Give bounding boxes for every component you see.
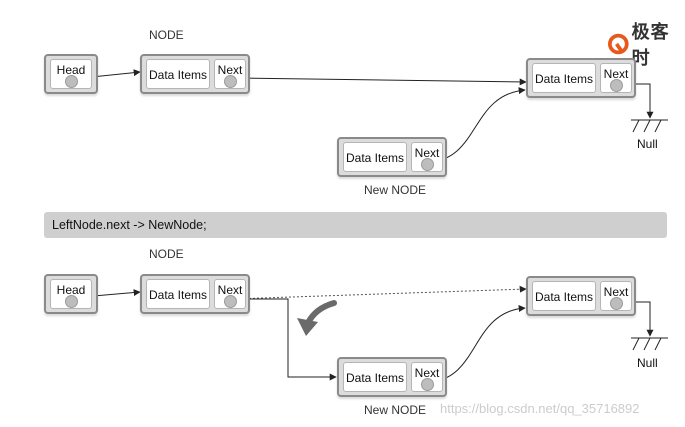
top-left-next-cell: Next xyxy=(214,59,246,89)
bottom-left-next-cell: Next xyxy=(214,279,246,309)
top-left-data-label: Data Items xyxy=(148,68,208,82)
top-right-next-label: Next xyxy=(603,67,629,81)
top-head-label: Head xyxy=(56,63,86,77)
bottom-null-ground-icon xyxy=(631,337,668,351)
bottom-left-to-new-arrow xyxy=(233,298,337,381)
bottom-new-next-label: Next xyxy=(414,366,440,380)
top-head-node: Head xyxy=(44,54,98,94)
bottom-head-pointer-icon xyxy=(65,295,78,308)
bottom-left-next-label: Next xyxy=(217,283,243,297)
top-new-pointer-icon xyxy=(421,158,434,171)
top-new-data-label: Data Items xyxy=(345,151,405,165)
top-new-node-label: New NODE xyxy=(364,183,427,197)
bottom-head-label: Head xyxy=(56,283,86,297)
bottom-new-node: Data Items Next xyxy=(337,357,447,397)
bottom-right-next-label: Next xyxy=(603,285,629,299)
bottom-left-data-cell: Data Items xyxy=(146,279,210,309)
bottom-left-data-label: Data Items xyxy=(148,288,208,302)
bottom-new-data-label: Data Items xyxy=(345,371,405,385)
bottom-right-node: Data Items Next xyxy=(526,276,636,316)
bottom-null-label: Null xyxy=(637,356,658,370)
bottom-new-data-cell: Data Items xyxy=(343,362,407,392)
code-statement-bar: LeftNode.next -> NewNode; xyxy=(44,212,667,238)
top-right-node: Data Items Next xyxy=(526,58,636,98)
bottom-left-node: Data Items Next xyxy=(140,274,250,314)
top-head-pointer-icon xyxy=(65,75,78,88)
top-left-to-right-arrow xyxy=(232,77,527,86)
top-node-label: NODE xyxy=(149,28,184,42)
top-new-node: Data Items Next xyxy=(337,137,447,177)
top-new-next-cell: Next xyxy=(411,142,443,172)
bottom-right-data-label: Data Items xyxy=(534,290,594,304)
bottom-right-next-cell: Next xyxy=(600,281,632,311)
bottom-head-node: Head xyxy=(44,274,98,314)
top-right-data-label: Data Items xyxy=(534,72,594,86)
source-watermark: https://blog.csdn.net/qq_35716892 xyxy=(440,401,640,416)
top-new-next-label: Next xyxy=(414,146,440,160)
bottom-head-cell: Head xyxy=(50,279,92,309)
top-left-pointer-icon xyxy=(224,75,237,88)
bottom-new-next-cell: Next xyxy=(411,362,443,392)
top-null-ground-icon xyxy=(631,119,668,133)
top-null-label: Null xyxy=(637,137,658,151)
bottom-node-label: NODE xyxy=(149,247,184,261)
top-new-data-cell: Data Items xyxy=(343,142,407,172)
bottom-new-node-label: New NODE xyxy=(364,403,427,417)
geekbang-logo-icon xyxy=(608,33,629,55)
bottom-old-link-dotted xyxy=(232,285,527,300)
top-left-node: Data Items Next xyxy=(140,54,250,94)
top-left-data-cell: Data Items xyxy=(146,59,210,89)
bottom-right-pointer-icon xyxy=(610,297,623,310)
code-statement: LeftNode.next -> NewNode; xyxy=(52,218,207,232)
bottom-new-pointer-icon xyxy=(421,378,434,391)
top-right-pointer-icon xyxy=(610,79,623,92)
bottom-right-data-cell: Data Items xyxy=(532,281,596,311)
top-head-cell: Head xyxy=(50,59,92,89)
top-left-next-label: Next xyxy=(217,63,243,77)
logo-text: 极客时 xyxy=(631,22,670,68)
bottom-left-pointer-icon xyxy=(224,295,237,308)
top-right-next-cell: Next xyxy=(600,63,632,93)
top-right-data-cell: Data Items xyxy=(532,63,596,93)
geekbang-logo: 极客时 xyxy=(608,22,685,68)
redirect-indicator-arrow-icon xyxy=(297,300,337,336)
